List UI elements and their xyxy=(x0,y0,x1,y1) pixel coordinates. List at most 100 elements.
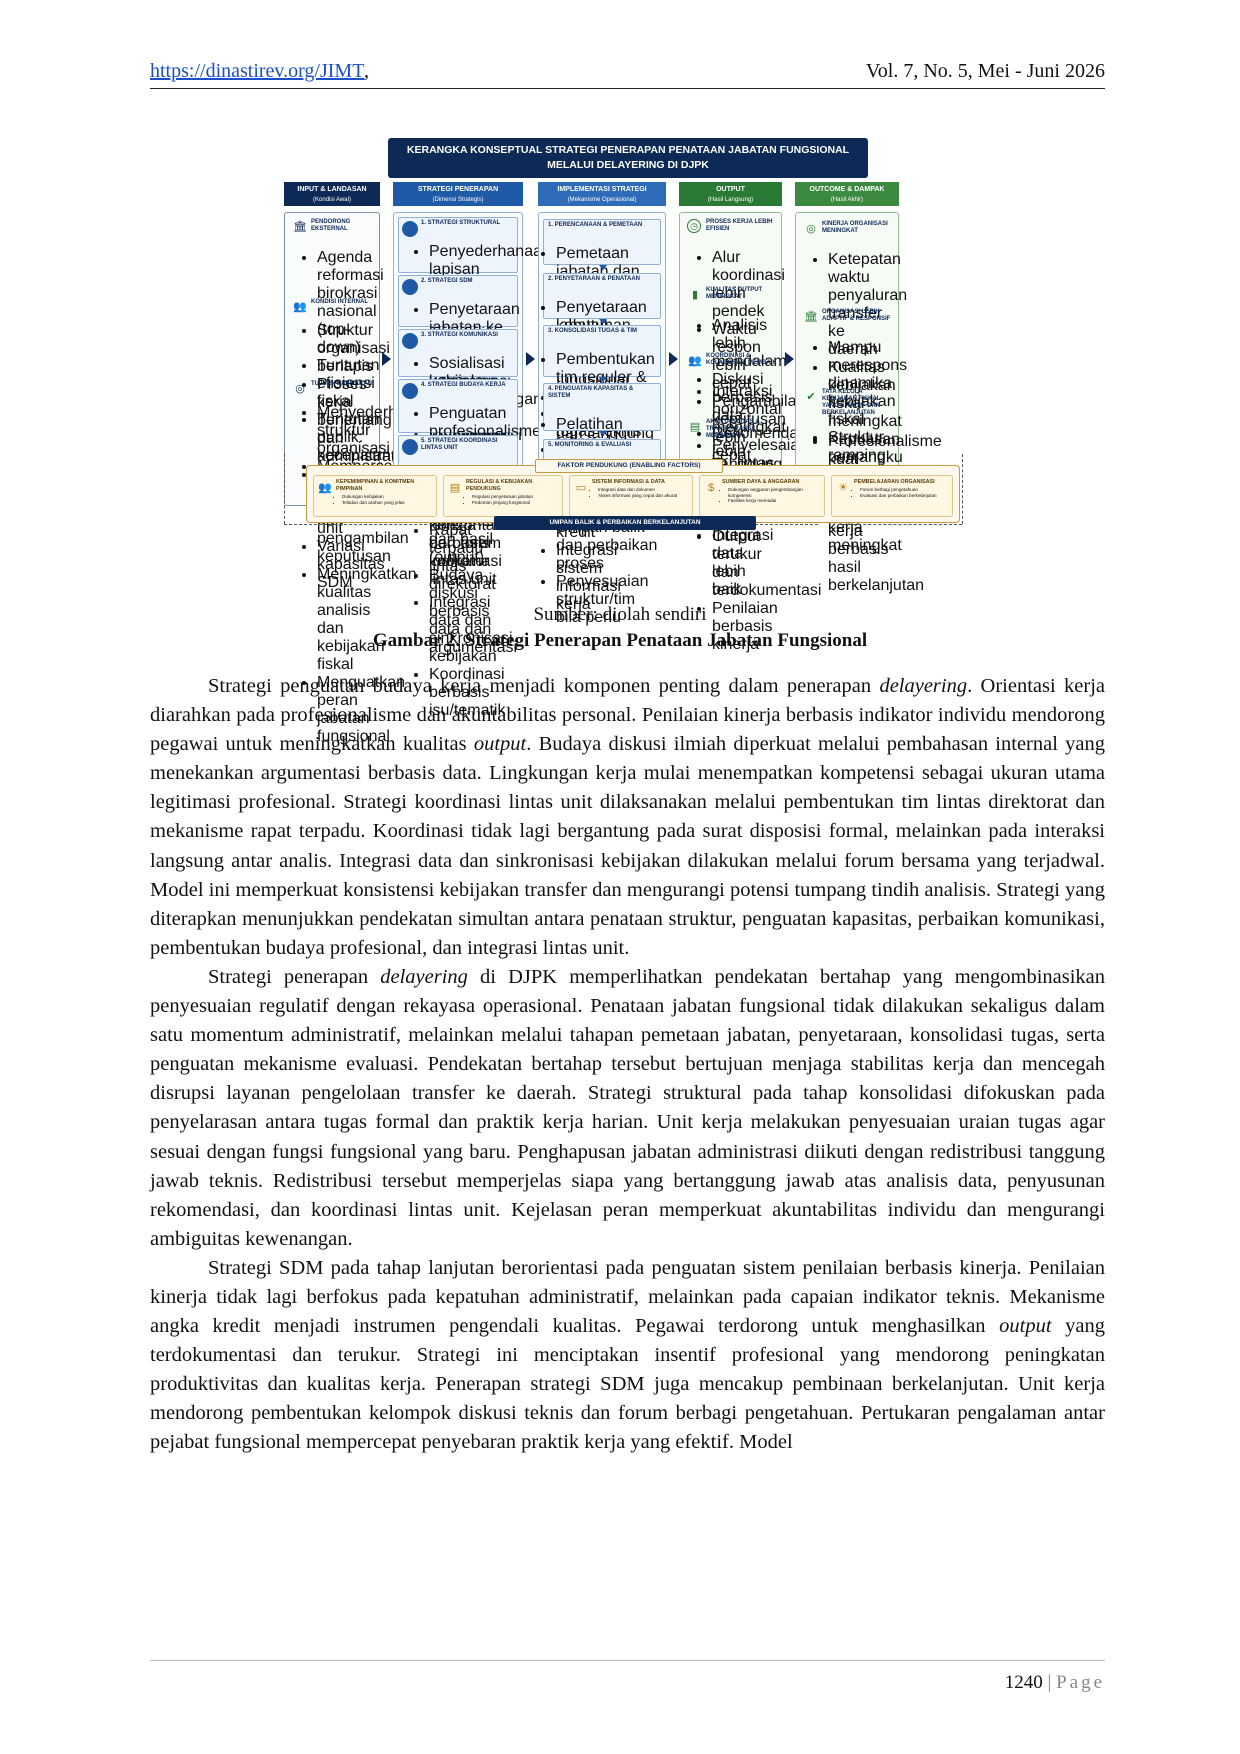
clock-icon: ◷ xyxy=(687,219,701,233)
section-title: KONDISI INTERNAL xyxy=(311,299,368,305)
journal-url-link[interactable]: https://dinastirev.org/JIMT xyxy=(150,60,365,82)
bullet-item: Rapat terpadu lintas direktorat xyxy=(429,522,517,594)
bullet-item: Evaluasi dan perbaikan berkelanjutan xyxy=(860,493,952,499)
volume-info: Vol. 7, No. 5, Mei - Juni 2026 xyxy=(865,60,1105,82)
column-header: IMPLEMENTASI STRATEGI (Mekanisme Operasio… xyxy=(538,182,666,206)
text-run: Strategi SDM pada tahap lanjutan berorie… xyxy=(150,1256,1105,1338)
body-text: Strategi penguatan budaya kerja menjadi … xyxy=(150,672,1105,1458)
bullet-item: Struktur organisasi berlapis xyxy=(317,322,390,376)
output-section: ◷ PROSES KERJA LEBIH EFISIEN Alur koordina… xyxy=(684,219,805,481)
bullet-item: Akses informasi yang cepat dan akurat xyxy=(598,493,692,499)
bullet-item: Tuntutan efisiensi fiskal xyxy=(317,357,380,411)
page-label: Page xyxy=(1056,1672,1105,1693)
text-run: di DJPK memperlihatkan pendekatan bertah… xyxy=(150,965,1106,1250)
strategy-card: 3. STRATEGI KOMUNIKASISosialisasi kebija… xyxy=(398,329,522,588)
section-title: PROSES KERJA LEBIH EFISIEN xyxy=(706,219,773,232)
bullet-item: Profesionalisme kuat xyxy=(828,433,942,469)
text-run: . Orientasi kerja diarahkan pada profesi… xyxy=(150,675,1105,756)
italic-term: output xyxy=(999,1315,1052,1338)
section-title: KEPEMIMPINAN & KOMITMEN PIMPINAN xyxy=(336,479,415,492)
bullet-item: Dukungan kebijakan xyxy=(342,494,436,500)
section-title: 5. MONITORING & EVALUASI xyxy=(548,442,632,448)
input-column: 🏛 PENDORONG EKSTERNAL Agenda reformasi bir… xyxy=(284,212,450,745)
bullet-list: Forum berbagi pengetahuanEvaluasi dan pe… xyxy=(832,487,952,498)
bullet-list: Alur koordinasi lebih pendekWaktu respon… xyxy=(684,249,805,465)
strategy-card: 2. STRATEGI SDMPenyetaraan jabatan ke fu… xyxy=(398,275,542,570)
header-comma: , xyxy=(364,60,369,82)
section-title: TATA KELOLA KEBIJAKAN FISKAL YANG EFEKTI… xyxy=(822,389,881,416)
italic-term: delayering xyxy=(380,965,468,988)
paragraph-1: Strategi penguatan budaya kerja menjadi … xyxy=(150,672,1105,963)
chat-icon xyxy=(402,333,418,349)
column-header-subtitle: (Hasil Langsung) xyxy=(707,197,754,203)
enabling-factors-title: FAKTOR PENDUKUNG (ENABLING FACTORS) xyxy=(535,459,723,473)
bullet-item: Meningkatkan kualitas analisis dan kebij… xyxy=(317,566,417,674)
implementation-step: 1. PERENCANAAN & PEMETAANPemetaan jabata… xyxy=(543,219,661,352)
enabling-factor-card: ▭SISTEM INFORMASI & DATAIntegrasi data d… xyxy=(569,475,693,517)
bullet-item: Penilaian berbasis kinerja xyxy=(712,600,778,654)
bullet-item: Teladan dan arahan yang jelas xyxy=(342,500,436,506)
bank-icon: 🏛 xyxy=(293,221,307,233)
section-title: KUALITAS OUTPUT MENINGKAT xyxy=(706,287,763,300)
arrow-right-icon xyxy=(669,352,678,366)
bullet-item: Forum berbagi pengetahuan xyxy=(860,487,952,493)
bullet-item: Alur koordinasi lebih pendek xyxy=(712,249,785,321)
arrow-down-icon xyxy=(599,265,607,270)
bullet-item: Penyesuaian struktur/tim bila perlu xyxy=(556,573,660,627)
section-title: 2. PENYETARAAN & PENATAAN xyxy=(548,276,641,282)
target-icon: ◎ xyxy=(295,383,305,395)
bullet-item: Analisis lebih mendalam xyxy=(712,317,787,371)
outcome-column: ◎ KINERJA ORGANISASI MENINGKAT Ketepatan w… xyxy=(795,212,942,594)
text-run: yang terdokumentasi dan terukur. Strateg… xyxy=(150,1315,1105,1454)
org-chart-icon xyxy=(402,221,418,237)
implementation-step: 4. PENGUATAN KAPASITAS & SISTEMPelatihan… xyxy=(543,383,661,613)
column-header-title: INPUT & LANDASAN xyxy=(297,186,367,193)
column-header-subtitle: (Kondisi Awal) xyxy=(313,197,351,203)
bullet-item: Ketepatan waktu penyaluran transfer ke d… xyxy=(828,251,907,359)
figure-label: Gambar 2 xyxy=(372,630,456,651)
enabling-factor-card: $SUMBER DAYA & ANGGARANDukungan anggaran… xyxy=(699,475,825,517)
bullet-item: Integrasi data dan dokumen xyxy=(598,487,692,493)
section-title: 1. PERENCANAAN & PEMETAAN xyxy=(548,222,643,228)
lightbulb-icon: ☀ xyxy=(838,482,848,494)
arrow-down-icon xyxy=(599,377,607,382)
strategi-column: 1. STRATEGI STRUKTURALPenyederhanaan lap… xyxy=(393,212,551,719)
bullet-list: Integrasi data dan dokumenAkses informas… xyxy=(570,487,692,498)
column-header-title: STRATEGI PENERAPAN xyxy=(417,186,499,193)
implementation-step: 2. PENYETARAAN & PENATAANPenyetaraan jab… xyxy=(543,273,661,460)
monitor-icon: ▭ xyxy=(575,482,587,494)
section-title: KINERJA ORGANISASI MENINGKAT xyxy=(822,221,888,234)
arrow-right-icon xyxy=(785,352,794,366)
enabling-factor-card: 👥KEPEMIMPINAN & KOMITMEN PIMPINANDukunga… xyxy=(313,475,437,517)
section-title: PENDORONG EKSTERNAL xyxy=(311,219,351,232)
target-icon: ◎ xyxy=(806,223,816,235)
column-header-subtitle: (Mekanisme Operasional) xyxy=(567,197,637,203)
figure-title-line2: MELALUI DELAYERING DI DJPK xyxy=(547,159,709,171)
column-header: INPUT & LANDASAN (Kondisi Awal) xyxy=(284,182,380,206)
figure-caption: Gambar 2. Strategi Penerapan Penataan Ja… xyxy=(372,630,868,651)
arrow-down-icon xyxy=(599,319,607,324)
column-header-title: IMPLEMENTASI STRATEGI xyxy=(557,186,647,193)
column-header-title: OUTCOME & DAMPAK xyxy=(809,186,885,193)
italic-term: output xyxy=(473,733,527,756)
page-header: https://dinastirev.org/JIMT , Vol. 7, No… xyxy=(150,58,1105,89)
bullet-item: Waktu respon lebih cepat xyxy=(712,321,777,393)
arrow-down-icon xyxy=(599,431,607,436)
column-header-title: OUTPUT xyxy=(716,186,745,193)
column-header: OUTPUT (Hasil Langsung) xyxy=(679,182,782,206)
bullet-item: Agenda reformasi birokrasi nasional (top… xyxy=(317,249,384,357)
section-title: TUJUAN KEBIJAKAN xyxy=(311,381,373,387)
bullet-item: Integrasi data dan sinkronisasi kebijaka… xyxy=(429,594,517,666)
italic-term: delayering xyxy=(879,675,968,697)
section-title: SUMBER DAYA & ANGGARAN xyxy=(722,479,800,485)
conceptual-framework-figure: KERANGKA KONSEPTUAL STRATEGI PENERAPAN P… xyxy=(278,132,978,745)
arrow-right-icon xyxy=(526,352,535,366)
bullet-item: Integrasi sistem informasi kerja xyxy=(556,542,660,614)
strategy-card: 4. STRATEGI BUDAYA KERJAPenguatan profes… xyxy=(398,379,546,656)
text-run: Strategi penerapan xyxy=(208,965,381,988)
handshake-icon xyxy=(402,383,418,399)
network-icon xyxy=(402,439,418,455)
enabling-factor-card: ☀PEMBELAJARAN ORGANISASIForum berbagi pe… xyxy=(831,475,953,517)
section-title: 5. STRATEGI KOORDINASI LINTAS UNIT xyxy=(421,438,498,451)
column-header-subtitle: (Dimensi Strategis) xyxy=(432,197,484,203)
